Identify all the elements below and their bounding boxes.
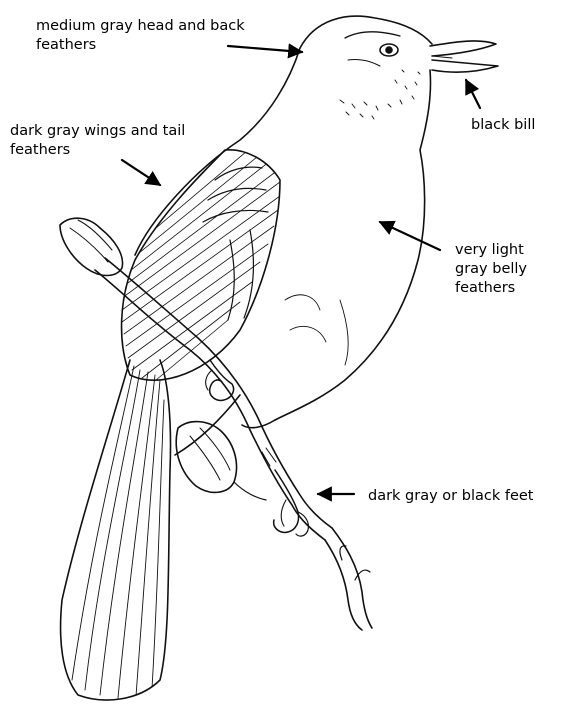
bill-label: black bill [471, 116, 535, 135]
bill [430, 41, 498, 72]
belly-label-line-1: very light [455, 241, 527, 260]
wing-tail-feathers-label: dark gray wings and tail feathers [10, 122, 185, 160]
wings-label-line-1: dark gray wings and tail [10, 122, 185, 141]
body [135, 16, 432, 455]
branch [60, 218, 372, 630]
feet-label: dark gray or black feet [368, 487, 533, 506]
pointer-arrows [122, 46, 480, 494]
bill-label-line-1: black bill [471, 116, 535, 135]
bill-arrow [466, 80, 480, 108]
feet [206, 360, 309, 536]
belly-label-line-3: feathers [455, 279, 527, 298]
head-label-line-2: feathers [36, 36, 245, 55]
belly-label-line-2: gray belly [455, 260, 527, 279]
breast-feathers [285, 295, 348, 365]
head-label-line-1: medium gray head and back [36, 17, 245, 36]
belly-feathers-label: very light gray belly feathers [455, 241, 527, 298]
belly-arrow [380, 222, 440, 250]
wings-arrow [122, 160, 160, 185]
head-feathers-label: medium gray head and back feathers [36, 17, 245, 55]
wings-label-line-2: feathers [10, 141, 185, 160]
feet-label-line-1: dark gray or black feet [368, 487, 533, 506]
tail [61, 360, 171, 700]
